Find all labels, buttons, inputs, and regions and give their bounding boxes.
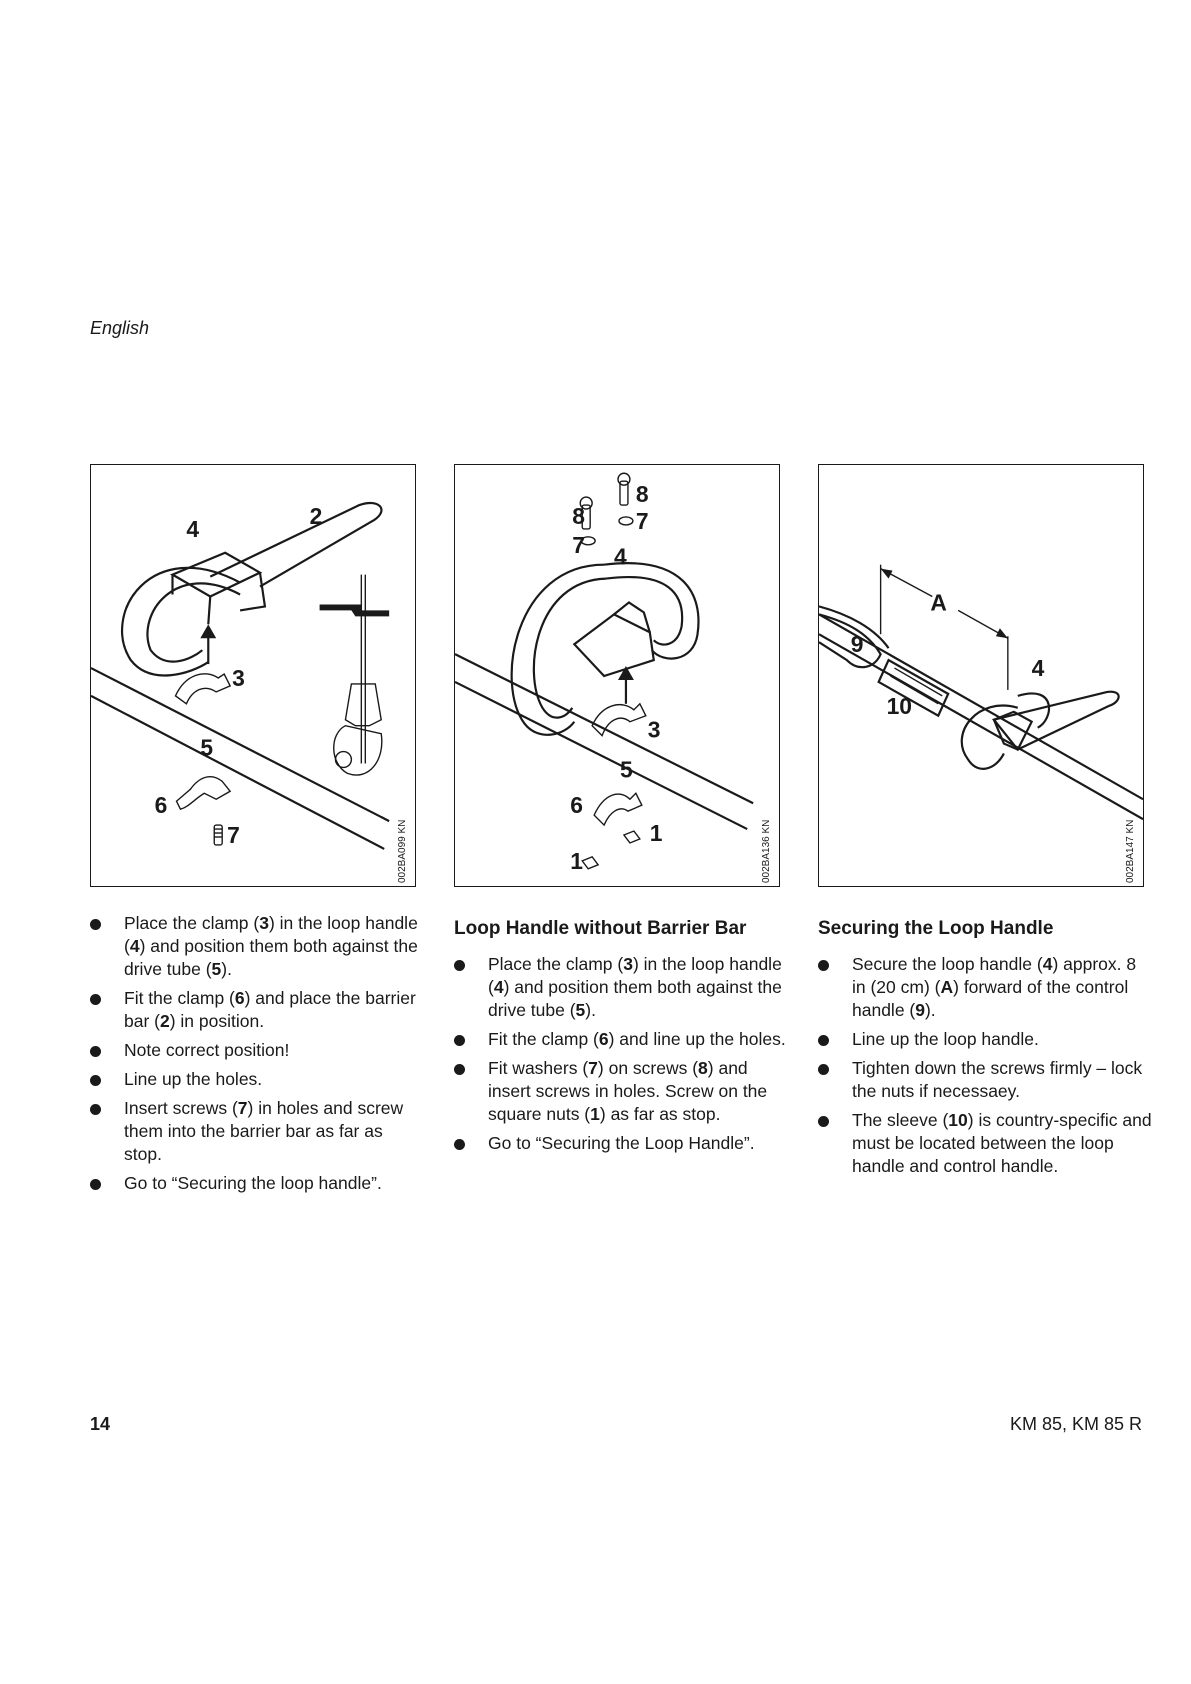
illustration-loop-handle-clamp — [455, 472, 754, 870]
part-reference: 6 — [598, 1029, 609, 1049]
figure-barrier-bar-assembly: 002BA099 KN 4 2 3 5 6 7 — [90, 464, 416, 887]
instruction-item: Note correct position! — [90, 1039, 420, 1062]
part-reference: 2 — [159, 1011, 170, 1031]
part-reference: 7 — [588, 1058, 598, 1078]
bullet-icon — [818, 1116, 829, 1127]
instruction-item: Go to “Securing the loop handle”. — [90, 1172, 420, 1195]
page-number: 14 — [90, 1414, 111, 1434]
instruction-item: Insert screws (7) in holes and screw the… — [90, 1097, 420, 1166]
bullet-icon — [90, 1075, 101, 1086]
figure-securing-loop-handle: 002BA147 KN A 9 4 10 — [818, 464, 1144, 887]
bullet-icon — [90, 1046, 101, 1057]
bullet-icon — [90, 1179, 101, 1190]
part-reference: 7 — [237, 1098, 248, 1118]
instruction-item: Line up the holes. — [90, 1068, 420, 1091]
instruction-item: Go to “Securing the Loop Handle”. — [454, 1132, 790, 1155]
instruction-item: Fit washers (7) on screws (8) and insert… — [454, 1057, 790, 1126]
bullet-icon — [454, 960, 465, 971]
column-barrier-bar-steps: Place the clamp (3) in the loop handle (… — [90, 912, 420, 1201]
section-heading: Securing the Loop Handle — [818, 918, 1054, 939]
figure-code: 002BA147 KN — [1125, 819, 1136, 883]
instruction-list: Secure the loop handle (4) approx. 8 in … — [818, 953, 1154, 1178]
part-reference: 10 — [948, 1110, 968, 1130]
language-label: English — [90, 318, 150, 338]
part-reference: 9 — [915, 1000, 925, 1020]
part-reference: 6 — [234, 988, 245, 1008]
instruction-item: Fit the clamp (6) and line up the holes. — [454, 1028, 790, 1051]
instruction-item: Secure the loop handle (4) approx. 8 in … — [818, 953, 1154, 1022]
part-reference: 3 — [623, 954, 633, 974]
part-reference: 4 — [493, 977, 504, 997]
instruction-list: Place the clamp (3) in the loop handle (… — [90, 912, 420, 1195]
illustration-loop-handle-with-barrier-bar — [91, 501, 390, 850]
part-reference: 3 — [259, 913, 269, 933]
part-reference: 5 — [211, 959, 222, 979]
instruction-list: Place the clamp (3) in the loop handle (… — [454, 953, 790, 1155]
part-reference: 4 — [1042, 954, 1053, 974]
part-reference: 8 — [698, 1058, 708, 1078]
figure-code: 002BA136 KN — [761, 819, 772, 883]
illustration-loop-handle-position — [819, 564, 1143, 821]
section-heading: Loop Handle without Barrier Bar — [454, 918, 747, 939]
part-reference: A — [940, 977, 954, 997]
instruction-item: Place the clamp (3) in the loop handle (… — [454, 953, 790, 1022]
bullet-icon — [818, 1064, 829, 1075]
instruction-item: Place the clamp (3) in the loop handle (… — [90, 912, 420, 981]
figure-code: 002BA099 KN — [397, 819, 408, 883]
instruction-item: The sleeve (10) is country-specific and … — [818, 1109, 1154, 1178]
part-reference: 4 — [129, 936, 140, 956]
figure-loop-handle-without-barrier-bar: 002BA136 KN 8 8 7 7 4 3 5 6 1 1 — [454, 464, 780, 887]
instruction-item: Tighten down the screws firmly – lock th… — [818, 1057, 1154, 1103]
part-reference: 1 — [590, 1104, 600, 1124]
bullet-icon — [90, 994, 101, 1005]
model-name: KM 85, KM 85 R — [1009, 1414, 1142, 1434]
instruction-item: Fit the clamp (6) and place the barrier … — [90, 987, 420, 1033]
instruction-item: Line up the loop handle. — [818, 1028, 1154, 1051]
bullet-icon — [90, 919, 101, 930]
bullet-icon — [90, 1104, 101, 1115]
part-reference: 5 — [575, 1000, 586, 1020]
bullet-icon — [454, 1064, 465, 1075]
bullet-icon — [454, 1035, 465, 1046]
column-loop-handle-without-barrier-bar: Loop Handle without Barrier Bar Place th… — [454, 912, 790, 1161]
column-securing-loop-handle: Securing the Loop Handle Secure the loop… — [818, 912, 1154, 1184]
bullet-icon — [818, 960, 829, 971]
bullet-icon — [454, 1139, 465, 1150]
bullet-icon — [818, 1035, 829, 1046]
